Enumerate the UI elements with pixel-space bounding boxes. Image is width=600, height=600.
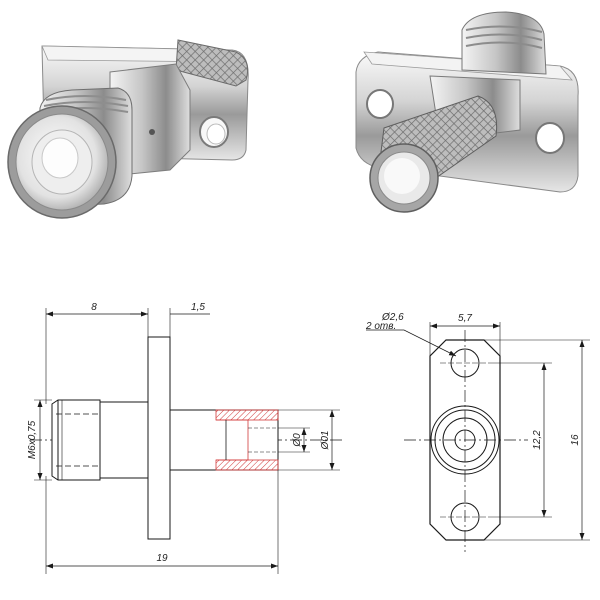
dim-total-length: 19 <box>156 553 168 564</box>
dim-hole-count: 2 отв. <box>365 321 396 332</box>
dim-hole-diameter: Ø2,6 <box>381 312 404 323</box>
dim-length-body: 8 <box>91 302 97 313</box>
side-section-drawing <box>30 308 344 574</box>
dim-thread: M6x0,75 <box>27 420 38 459</box>
front-view-drawing <box>366 322 590 552</box>
connector-photo-front <box>7 39 249 219</box>
dim-bore-outer: Ø01 <box>320 431 331 451</box>
dim-flange-width: 5,7 <box>458 313 472 324</box>
dim-flange-height: 16 <box>570 434 581 446</box>
connector-photo-rear <box>355 11 579 213</box>
dim-flange-thickness: 1,5 <box>191 302 205 313</box>
dim-bore-inner: Ø0 <box>292 433 303 448</box>
dim-hole-spacing: 12,2 <box>532 430 543 450</box>
